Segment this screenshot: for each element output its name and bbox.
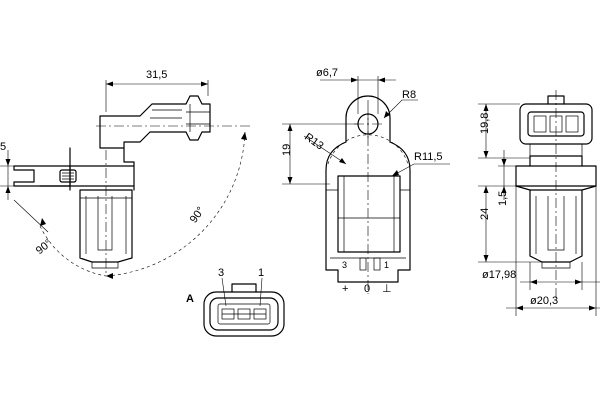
pin-3-label: 3 bbox=[342, 260, 347, 270]
connector-label-a: A bbox=[186, 293, 194, 305]
connector-pin-3-label: 3 bbox=[218, 267, 224, 279]
dim-1798-label: ø17,98 bbox=[482, 269, 516, 281]
right-view bbox=[478, 90, 600, 316]
dim-24-label: 24 bbox=[479, 208, 491, 220]
pin-ground-label: ⊥ bbox=[382, 283, 392, 295]
side-view bbox=[0, 80, 250, 279]
dim-hole-label: ø6,7 bbox=[316, 67, 338, 79]
connector-view bbox=[203, 277, 285, 337]
front-view bbox=[282, 76, 450, 294]
dim-198-label: 19,8 bbox=[479, 113, 491, 134]
dim-15-label: 1,5 bbox=[497, 191, 509, 206]
dim-r13-label: R13 bbox=[302, 131, 325, 152]
dim-r8-label: R8 bbox=[402, 89, 416, 101]
dim-flange-label: 5 bbox=[0, 141, 6, 153]
angle-left-label: 90° bbox=[34, 237, 55, 257]
dim-r115-label: R11,5 bbox=[414, 151, 443, 163]
dim-length-label: 31,5 bbox=[146, 69, 167, 81]
pin-1-label: 1 bbox=[384, 260, 389, 270]
pin-zero-label: 0 bbox=[364, 283, 370, 295]
pin-plus-label: + bbox=[342, 283, 348, 295]
dim-19-label: 19 bbox=[281, 144, 293, 156]
dim-203-label: ø20,3 bbox=[530, 295, 558, 307]
angle-right-label: 90° bbox=[188, 205, 207, 226]
connector-pin-1-label: 1 bbox=[258, 267, 264, 279]
